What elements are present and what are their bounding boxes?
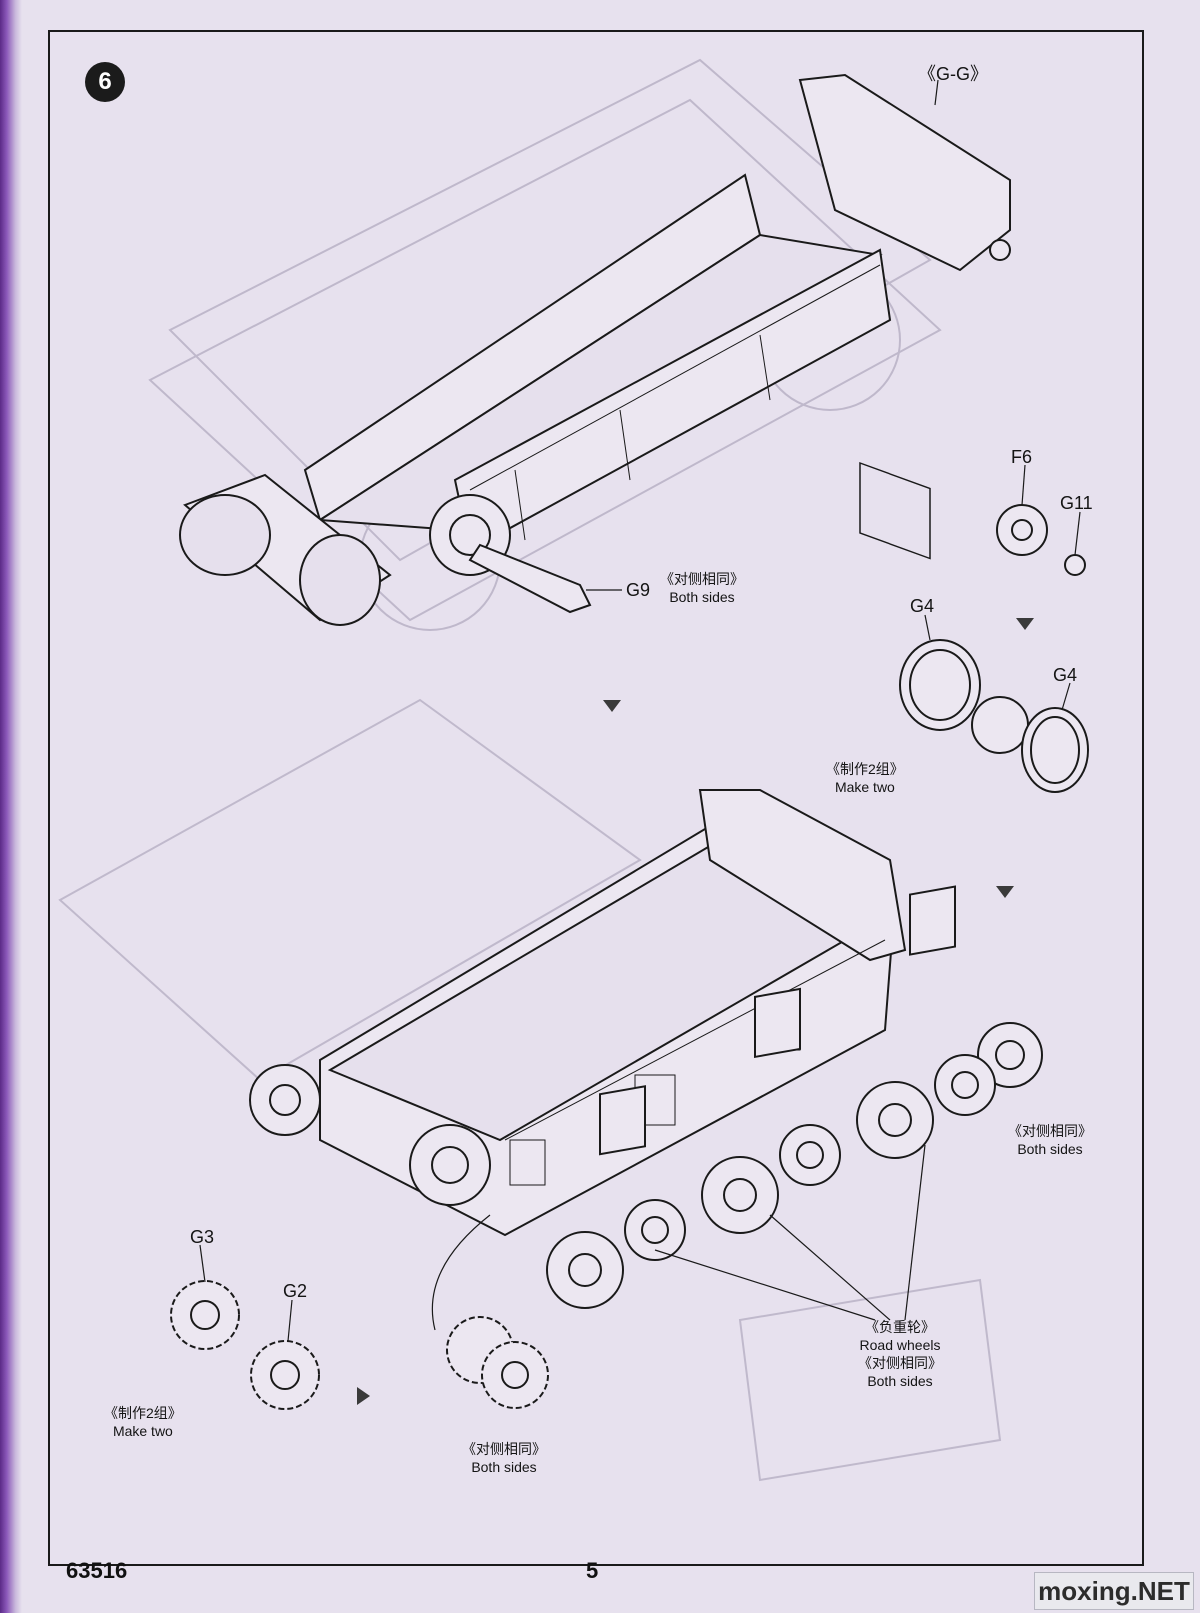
bogie-3 [856, 885, 996, 1159]
note-right-both-sides: 《对侧相同》 Both sides [1008, 1122, 1092, 1158]
watermark: moxing.NET [1034, 1572, 1194, 1610]
label-g-g: 《G-G》 [918, 64, 988, 84]
bogie-2 [701, 987, 841, 1234]
label-g9: G9 [626, 580, 651, 600]
note-g9-cn: 《对侧相同》 [660, 571, 744, 587]
lower-chassis-assembly [249, 789, 1043, 1309]
note-road-wheels-cn: 《负重轮》 [865, 1319, 935, 1335]
sprocket-parts [170, 1280, 549, 1410]
note-g9-both-sides: 《对侧相同》 Both sides [660, 570, 744, 606]
note-sprocket-both-sides: 《对侧相同》 Both sides [462, 1440, 546, 1476]
note-sprocket-both-cn: 《对侧相同》 [462, 1441, 546, 1457]
label-g4-top: G4 [910, 596, 935, 616]
note-road-both-cn: 《对侧相同》 [858, 1355, 942, 1371]
glacis-hatch [859, 461, 931, 560]
note-right-both-en: Both sides [1017, 1141, 1083, 1157]
label-g11: G11 [1060, 493, 1093, 513]
step-number-badge: 6 [85, 62, 125, 102]
front-hull-lower [698, 789, 907, 962]
note-make-two-en: Make two [834, 779, 895, 795]
note-g9-en: Both sides [669, 589, 735, 605]
axle-g9 [468, 543, 592, 614]
note-sprocket-make-two: 《制作2组》 Make two [104, 1404, 182, 1440]
label-f6: F6 [1011, 447, 1033, 467]
label-g4-right: G4 [1053, 665, 1078, 685]
note-road-wheels: 《负重轮》 Road wheels 《对侧相同》 Both sides [858, 1318, 942, 1390]
note-right-both-cn: 《对侧相同》 [1008, 1123, 1092, 1139]
note-road-wheels-en: Road wheels [859, 1337, 941, 1353]
note-sprocket-make-two-en: Make two [112, 1423, 173, 1439]
page-number: 5 [586, 1558, 599, 1583]
note-make-two: 《制作2组》 Make two [826, 760, 904, 796]
kit-code: 63516 [66, 1558, 128, 1583]
page-frame [48, 30, 1144, 1566]
scan-edge-strip [0, 0, 22, 1613]
bogie-1 [546, 1085, 686, 1309]
note-sprocket-both-en: Both sides [471, 1459, 537, 1475]
note-sprocket-make-two-cn: 《制作2组》 [104, 1405, 182, 1421]
label-g3: G3 [190, 1227, 215, 1247]
label-g2: G2 [283, 1281, 308, 1301]
leader-lines [199, 79, 1081, 1342]
idler-wheel-parts [899, 504, 1089, 793]
direction-arrows [357, 618, 1034, 1405]
idler-hub [971, 696, 1029, 754]
note-road-both-en: Both sides [867, 1373, 933, 1389]
front-hull-glacis [798, 73, 1011, 272]
note-make-two-cn: 《制作2组》 [826, 761, 904, 777]
upper-hull-assembly [179, 73, 1011, 626]
cap-g11 [1064, 554, 1086, 576]
